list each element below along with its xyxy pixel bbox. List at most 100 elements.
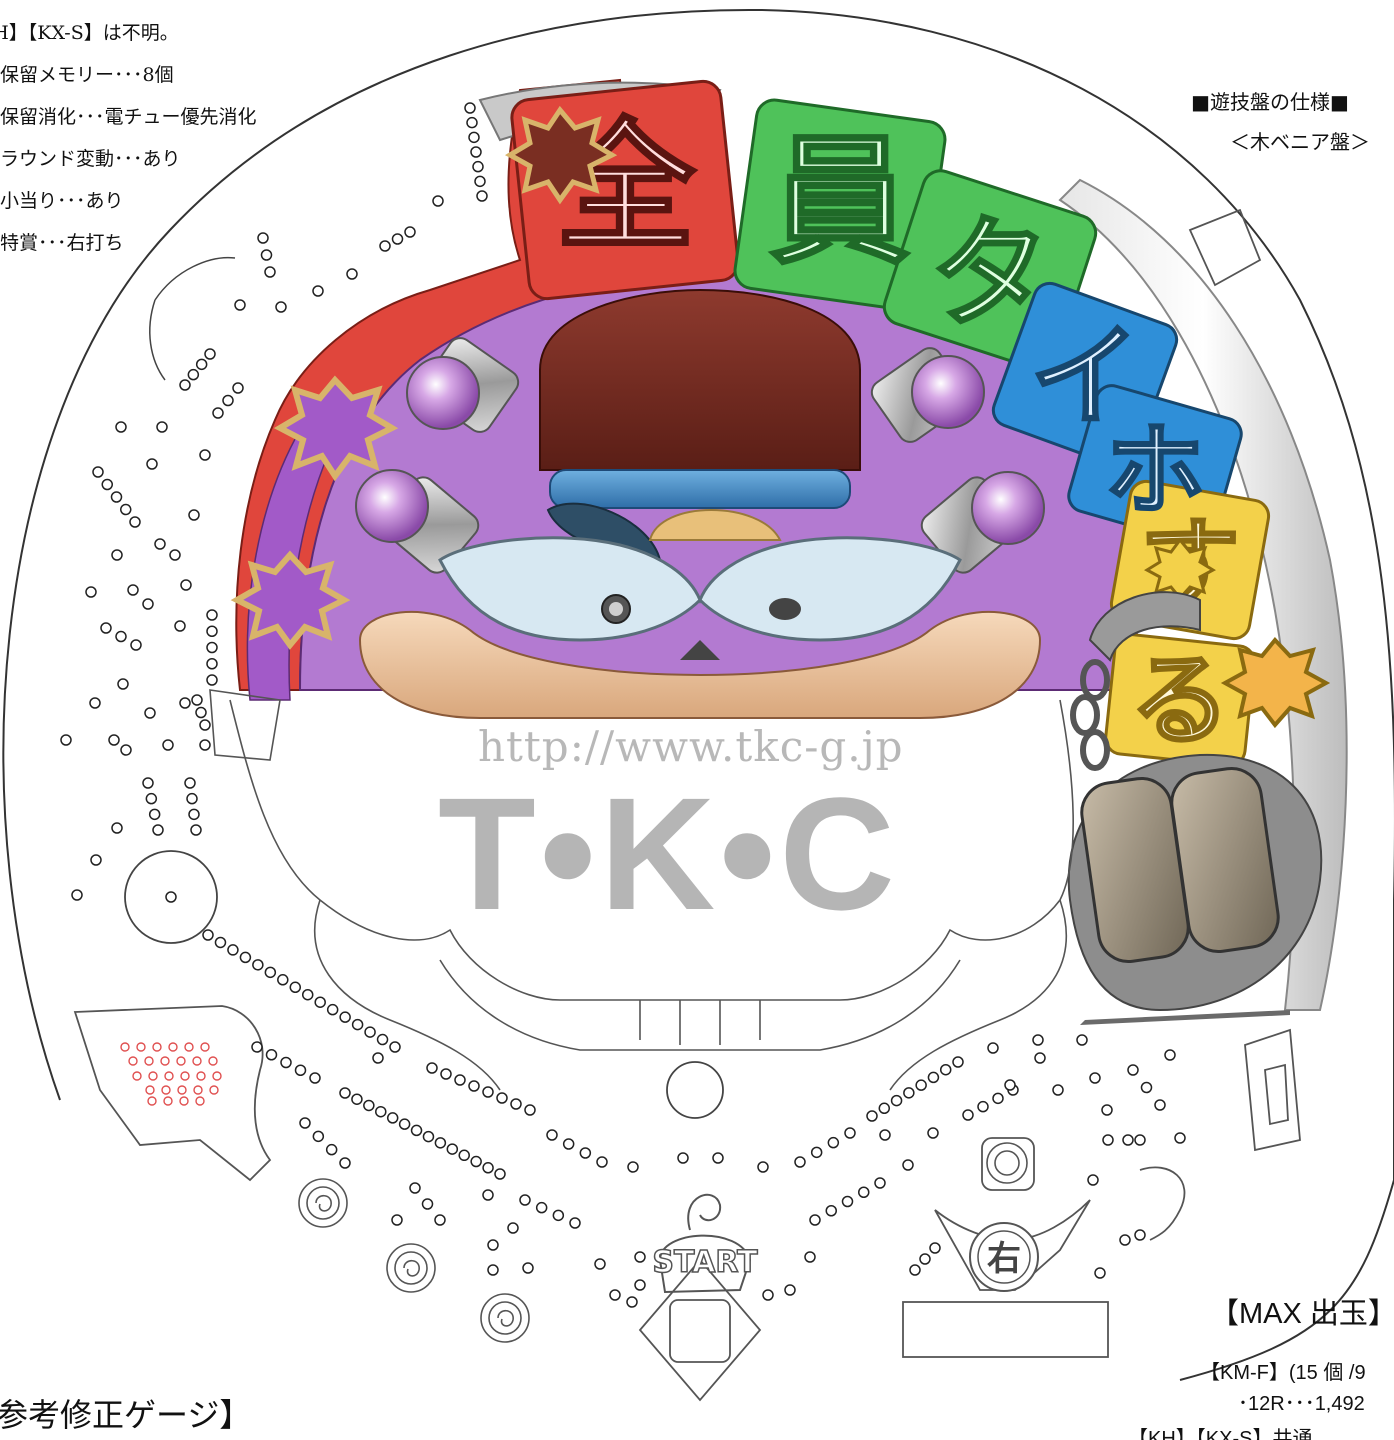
nail-pin (364, 1026, 376, 1038)
red-pin (195, 1096, 205, 1106)
nail-pin (234, 299, 246, 311)
red-pin (161, 1085, 171, 1095)
nail-pin (144, 707, 156, 719)
nail-pin (464, 102, 476, 114)
nail-pin (206, 625, 218, 637)
nail-pin (191, 694, 203, 706)
nail-pin (594, 1258, 606, 1270)
spec-line-hold-memory: 保留メモリー･･･8個 (0, 64, 174, 86)
character-mustache (358, 610, 1042, 719)
red-pin (147, 1096, 157, 1106)
nail-pin (927, 1071, 940, 1084)
nail-pin (579, 1147, 592, 1159)
nail-pin (206, 609, 218, 621)
nail-pin (312, 285, 324, 297)
nail-pin (179, 379, 191, 391)
nail-pin (169, 549, 181, 561)
nail-pin (810, 1146, 823, 1159)
spec-line-round: ラウンド変動･･･あり (0, 148, 181, 170)
cannon-right-bottom (920, 471, 1045, 574)
spec-line-special: 特賞･･･右打ち (0, 232, 124, 254)
nail-pin (482, 1162, 494, 1174)
spec-notes: KH】【KX-S】は不明。 保留メモリー･･･8個 保留消化･･･電チュー優先消… (0, 12, 257, 264)
nail-pin (179, 697, 191, 709)
logo-char-3: タ (930, 205, 1050, 344)
logo-char-2: 員 (770, 121, 910, 284)
nail-pin (260, 249, 273, 261)
nail-pin (1089, 1072, 1101, 1084)
spec-line-small-win: 小当り･･･あり (0, 190, 124, 212)
spec-line-hold-consume: 保留消化･･･電チュー優先消化 (0, 106, 257, 128)
nail-pin (92, 466, 104, 478)
nail-pin (1102, 1134, 1114, 1146)
nail-pin (915, 1079, 927, 1091)
red-pin (132, 1071, 142, 1081)
nail-pin (510, 1098, 522, 1110)
logo-char-5: ホ (1105, 412, 1205, 529)
max-payout-line1: 【KM-F】(15 個 /9 (1200, 1362, 1366, 1384)
nail-pin (101, 478, 113, 491)
nail-pin (275, 301, 287, 313)
nail-pin (827, 1136, 840, 1149)
nail-pin (85, 586, 97, 598)
red-pin (177, 1085, 187, 1095)
nail-pin (804, 1251, 816, 1263)
nail-pin (190, 824, 202, 836)
nail-pin (154, 538, 166, 550)
nail-pin (1032, 1034, 1044, 1046)
nail-pin (346, 268, 358, 280)
red-pin (193, 1085, 203, 1095)
nail-pin (115, 421, 127, 433)
burst-stars (230, 105, 1331, 729)
nail-pin (482, 1189, 494, 1201)
max-payout-line2: ･12R･･･1,492 (1238, 1393, 1365, 1415)
cannon-right-top (870, 347, 985, 443)
red-pin (208, 1056, 218, 1066)
nail-pin (962, 1109, 974, 1121)
nail-pin (939, 1063, 952, 1076)
nail-pin (186, 792, 198, 805)
nail-pin (609, 1289, 621, 1301)
nail-pin (142, 777, 154, 789)
nail-pin (239, 951, 252, 964)
nail-pin (363, 1099, 375, 1112)
nail-pin (929, 1242, 941, 1254)
nail-pin (206, 674, 218, 686)
red-pin (200, 1042, 210, 1052)
nail-pin (212, 407, 224, 419)
nail-pin (188, 509, 200, 521)
nail-pin (1052, 1084, 1064, 1096)
nail-pin (1119, 1234, 1131, 1246)
nail-pin (1140, 1081, 1153, 1094)
nail-pin (117, 678, 129, 690)
nail-pin (482, 1086, 494, 1098)
nail-pin (90, 854, 102, 866)
nail-pin (903, 1087, 915, 1099)
nail-pin (326, 1003, 339, 1016)
nail-pin (100, 622, 112, 634)
nail-pin (312, 1130, 325, 1143)
nail-pin (120, 503, 132, 516)
nail-pin (1164, 1049, 1176, 1061)
segment-display (1067, 753, 1323, 1025)
red-pin (209, 1085, 219, 1095)
nail-pin (206, 641, 218, 654)
nail-pin (111, 549, 123, 561)
right-ribbon (1058, 178, 1348, 1011)
character-face (438, 536, 962, 642)
nail-pin (487, 1264, 499, 1276)
nail-pin (339, 1087, 351, 1099)
nail-pin (596, 1156, 608, 1168)
nail-pin (1094, 1267, 1106, 1279)
cannon-left-top (406, 337, 520, 433)
nail-pin (386, 1112, 399, 1124)
nail-pin (1101, 1104, 1113, 1116)
nail-pin (372, 1052, 384, 1064)
nail-pin (162, 739, 174, 751)
nail-pin (712, 1152, 724, 1164)
nail-pin (626, 1296, 638, 1308)
nail-pin (634, 1279, 646, 1291)
red-pins (120, 1042, 222, 1106)
nail-pin (992, 1092, 1004, 1105)
nail-pin (1004, 1079, 1016, 1091)
